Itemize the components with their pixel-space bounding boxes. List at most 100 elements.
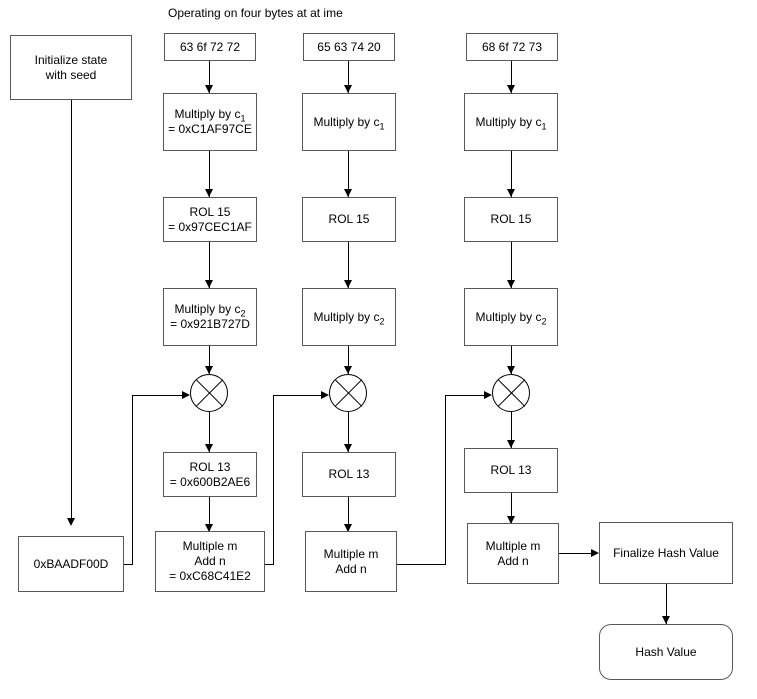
column-1-rol13-line2: = 0x600B2AE6	[169, 474, 251, 489]
column-3-rol13-box: ROL 13	[464, 448, 558, 493]
initialize-state-box: Initialize state with seed	[10, 35, 132, 100]
column-3-multiple-add-line1: Multiple m	[485, 538, 541, 553]
column-1-rol13-box: ROL 13 = 0x600B2AE6	[163, 452, 257, 497]
column-3-input-box: 68 6f 72 73	[466, 33, 558, 61]
column-1-multiple-add-line3: = 0xC68C41E2	[169, 569, 251, 583]
column-2-multiply-c2-subscript: 2	[379, 315, 385, 326]
column-1-xor-operator	[190, 374, 228, 412]
column-3-multiply-c2-box: Multiply by c2	[464, 288, 558, 346]
column-1-rol13-line1: ROL 13	[189, 459, 231, 474]
column-1-rol15-box: ROL 15 = 0x97CEC1AF	[163, 197, 257, 242]
arrowhead-init-to-seed	[67, 518, 75, 526]
arrowhead-col2-to-xor3	[484, 391, 492, 399]
column-2-multiply-c1-line1: Multiply by c1	[313, 114, 385, 131]
column-1-multiply-c1-subscript: 1	[240, 113, 246, 124]
column-3-rol15-box: ROL 15	[464, 197, 558, 242]
column-3-multiply-c2-subscript: 2	[541, 315, 547, 326]
seed-value-box: 0xBAADF00D	[18, 536, 124, 592]
column-2-arrowhead-mulc1-to-rol15	[344, 189, 352, 197]
column-2-multiply-c1-box: Multiply by c1	[302, 93, 396, 151]
column-3-xor-operator	[492, 374, 530, 412]
connector-col2-to-xor3-seg3	[397, 564, 446, 565]
column-1-arrowhead-input-to-mulc1	[205, 85, 213, 93]
diagram-title: Operating on four bytes at at ime	[168, 6, 343, 20]
connector-col1-to-xor2-seg2	[273, 395, 274, 565]
column-1-rol15-line2: = 0x97CEC1AF	[168, 219, 252, 234]
hash-value-box: Hash Value	[599, 624, 733, 680]
column-1-connector-mulc1-to-rol15	[209, 151, 210, 197]
column-3-rol13-line1: ROL 13	[490, 463, 532, 477]
column-2-rol13-box: ROL 13	[302, 452, 396, 497]
column-2-multiple-add-box: Multiple m Add n	[305, 531, 397, 592]
column-3-connector-mulc2-to-xor	[511, 346, 512, 374]
column-1-arrowhead-rol15-to-mulc2	[205, 280, 213, 288]
column-1-multiple-add-line2: Add n	[194, 554, 226, 568]
finalize-hash-value-box: Finalize Hash Value	[599, 522, 733, 584]
column-1-connector-mulc2-to-xor	[209, 346, 210, 374]
seed-value-label: 0xBAADF00D	[33, 556, 109, 571]
column-3-connector-rol13-to-muladd	[511, 493, 512, 523]
column-2-input-box: 65 63 74 20	[303, 33, 395, 61]
column-1-multiply-c2-subscript: 2	[240, 308, 246, 319]
connector-seed-to-xor1-seg2	[132, 395, 133, 565]
column-1-connector-rol15-to-mulc2	[209, 242, 210, 288]
column-3-connector-input-to-mulc1	[511, 61, 512, 93]
column-1-rol15-line1: ROL 15	[189, 204, 231, 219]
column-2-multiply-c2-box: Multiply by c2	[302, 288, 396, 346]
column-1-multiply-c1-line1: Multiply by c1	[174, 107, 246, 124]
connector-col1-to-xor2-seg3	[273, 395, 321, 396]
column-2-arrowhead-rol13-to-muladd	[344, 524, 352, 532]
column-1-arrowhead-mulc2-to-xor	[205, 366, 213, 374]
column-2-rol15-box: ROL 15	[302, 197, 396, 242]
column-2-connector-mulc2-to-xor	[348, 346, 349, 374]
column-3-input-label: 68 6f 72 73	[481, 39, 543, 54]
initialize-state-line1: Initialize state	[34, 52, 108, 67]
connector-col2-to-xor3-seg4	[445, 395, 484, 396]
column-2-multiple-add-line2: Add n	[335, 561, 367, 576]
column-3-arrowhead-rol13-to-muladd	[507, 516, 515, 524]
initialize-state-line2: with seed	[45, 67, 97, 82]
column-1-multiply-c2-line2: = 0x921B727D	[170, 317, 250, 331]
column-1-multiple-add-box: Multiple m Add n = 0xC68C41E2	[155, 531, 265, 592]
column-1-multiple-add-line1: Multiple m	[182, 539, 238, 553]
column-3-arrowhead-mulc2-to-xor	[507, 366, 515, 374]
finalize-hash-value-label: Finalize Hash Value	[613, 545, 719, 560]
column-3-arrowhead-input-to-mulc1	[507, 85, 515, 93]
column-1-arrowhead-mulc1-to-rol15	[205, 189, 213, 197]
column-3-multiply-c2-line1: Multiply by c2	[475, 309, 547, 326]
column-2-rol15-line1: ROL 15	[328, 212, 370, 226]
column-3-multiply-c1-subscript: 1	[541, 120, 547, 131]
column-3-multiply-c1-box: Multiply by c1	[464, 93, 558, 151]
column-2-arrowhead-input-to-mulc1	[344, 85, 352, 93]
column-2-arrowhead-rol15-to-mulc2	[344, 280, 352, 288]
connector-seed-to-xor1-seg3	[132, 395, 182, 396]
column-3-arrowhead-xor-to-rol13	[507, 440, 515, 448]
column-2-arrowhead-xor-to-rol13	[344, 444, 352, 452]
connector-col1-to-xor2-seg1	[265, 564, 273, 565]
connector-col2-to-xor3-seg2	[445, 395, 446, 565]
column-2-connector-mulc1-to-rol15	[348, 151, 349, 197]
column-3-multiple-add-line2: Add n	[497, 553, 529, 568]
connector-col3-to-finalize	[559, 553, 591, 554]
column-3-connector-rol15-to-mulc2	[511, 242, 512, 288]
column-1-arrowhead-xor-to-rol13	[205, 444, 213, 452]
arrowhead-col1-to-xor2	[321, 391, 329, 399]
column-3-rol15-line1: ROL 15	[490, 212, 532, 226]
column-2-arrowhead-mulc2-to-xor	[344, 366, 352, 374]
column-2-connector-xor-to-rol13	[348, 412, 349, 452]
column-1-multiply-c1-line2: = 0xC1AF97CE	[168, 122, 252, 136]
column-2-input-label: 65 63 74 20	[317, 39, 381, 54]
column-2-connector-rol15-to-mulc2	[348, 242, 349, 288]
column-3-multiple-add-box: Multiple m Add n	[467, 523, 559, 584]
column-1-multiply-c2-box: Multiply by c2 = 0x921B727D	[163, 288, 257, 346]
column-2-multiple-add-line1: Multiple m	[323, 546, 379, 561]
column-2-multiply-c1-subscript: 1	[379, 120, 385, 131]
hash-value-label: Hash Value	[635, 644, 697, 659]
arrowhead-seed-to-xor1	[182, 391, 190, 399]
connector-finalize-to-hash	[666, 584, 667, 624]
column-3-arrowhead-rol15-to-mulc2	[507, 280, 515, 288]
arrowhead-col3-to-finalize	[591, 549, 599, 557]
column-1-input-label: 63 6f 72 72	[179, 39, 241, 54]
column-3-connector-xor-to-rol13	[511, 412, 512, 448]
